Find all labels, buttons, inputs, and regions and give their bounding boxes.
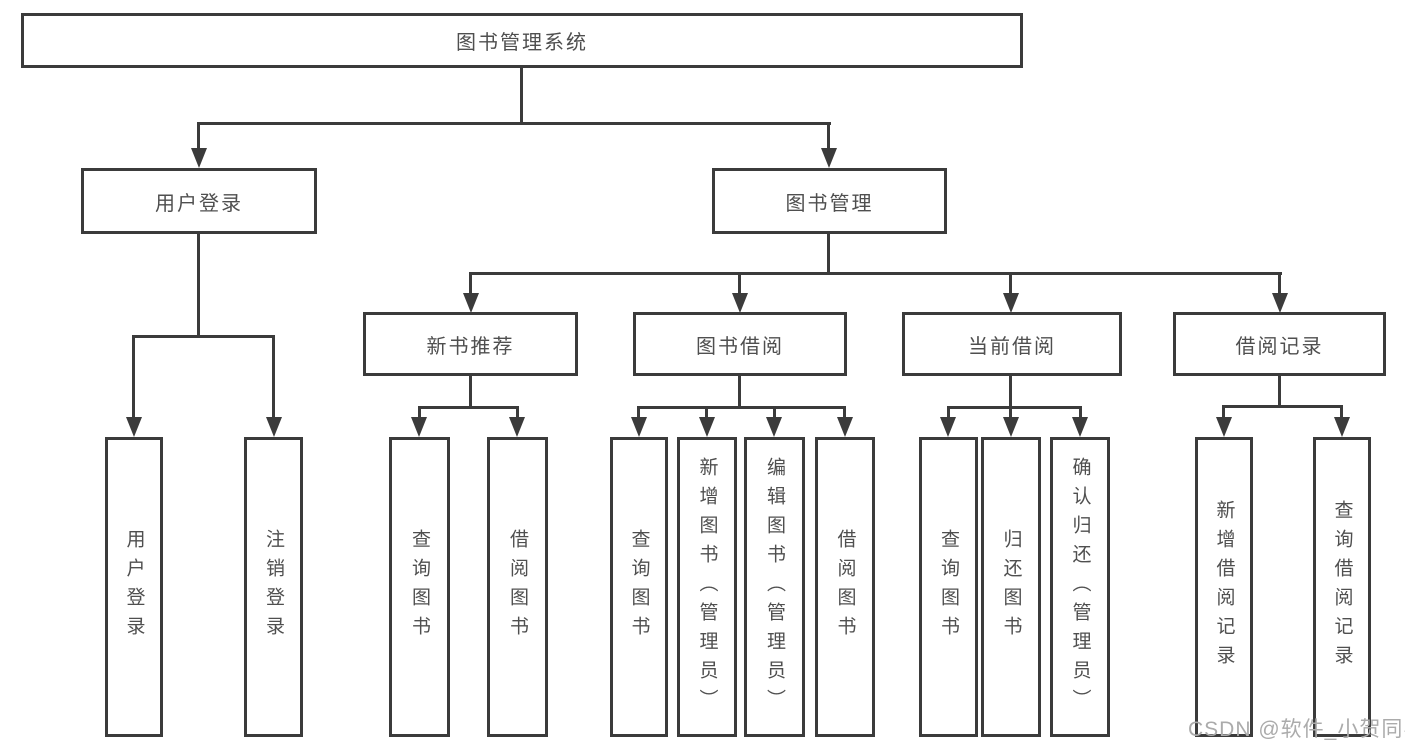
node-label: 查询图书 (409, 529, 430, 645)
connector-line (197, 122, 831, 125)
arrow-down-icon (266, 417, 282, 437)
connector-line (469, 272, 472, 295)
arrow-down-icon (126, 417, 142, 437)
connector-line (1340, 405, 1343, 419)
arrow-down-icon (411, 417, 427, 437)
node-label: 新书推荐 (426, 335, 515, 358)
node-label: 图书借阅 (696, 335, 784, 358)
arrow-down-icon (821, 148, 837, 168)
arrow-down-icon (463, 293, 479, 313)
node-label: 用户登录 (155, 192, 243, 215)
node-leaf-borrow-book-recommend: 借阅图书 (487, 437, 548, 737)
connector-line (1222, 405, 1343, 408)
connector-line (418, 406, 519, 409)
node-label: 借阅记录 (1235, 335, 1324, 358)
arrow-down-icon (699, 417, 715, 437)
connector-line (132, 335, 135, 419)
node-label: 归还图书 (1000, 529, 1022, 645)
connector-line (705, 406, 708, 419)
node-label: 用户登录 (123, 529, 145, 645)
node-book-borrow: 图书借阅 (633, 312, 847, 376)
node-current-borrow: 当前借阅 (902, 312, 1122, 376)
csdn-watermark: CSDN @软件_小贺同学 (1188, 718, 1405, 741)
node-label: 注销登录 (263, 529, 284, 645)
node-label: 查询图书 (938, 529, 959, 645)
node-user-login-branch: 用户登录 (81, 168, 317, 234)
node-label: 当前借阅 (968, 335, 1056, 358)
node-borrow-record: 借阅记录 (1173, 312, 1386, 376)
node-label: 查询借阅记录 (1331, 500, 1353, 674)
arrow-down-icon (1003, 417, 1019, 437)
connector-line (516, 406, 519, 419)
node-leaf-user-login: 用户登录 (105, 437, 163, 737)
connector-line (738, 376, 741, 408)
arrow-down-icon (1334, 417, 1350, 437)
connector-line (469, 376, 472, 408)
connector-line (738, 272, 741, 295)
node-leaf-edit-book-admin: 编辑图书（管理员） (744, 437, 805, 737)
arrow-down-icon (766, 417, 782, 437)
connector-line (520, 68, 523, 123)
connector-line (1009, 272, 1012, 295)
connector-line (1278, 272, 1281, 295)
arrow-down-icon (732, 293, 748, 313)
node-leaf-query-book-borrow: 查询图书 (610, 437, 668, 737)
node-label: 新增借阅记录 (1213, 500, 1235, 674)
node-leaf-borrow-book: 借阅图书 (815, 437, 875, 737)
connector-line (197, 234, 200, 338)
connector-line (197, 122, 200, 150)
node-leaf-query-book-recommend: 查询图书 (389, 437, 450, 737)
connector-line (1079, 406, 1082, 419)
connector-line (827, 234, 830, 275)
connector-line (827, 122, 830, 150)
node-label: 确认归还（管理员） (1069, 456, 1091, 718)
connector-line (469, 272, 1282, 275)
connector-line (1009, 376, 1012, 408)
arrow-down-icon (1003, 293, 1019, 313)
arrow-down-icon (1216, 417, 1232, 437)
arrow-down-icon (509, 417, 525, 437)
node-leaf-query-book-current: 查询图书 (919, 437, 978, 737)
connector-line (418, 406, 421, 419)
arrow-down-icon (837, 417, 853, 437)
node-library-system: 图书管理系统 (21, 13, 1023, 68)
connector-line (947, 406, 1082, 409)
node-leaf-add-book-admin: 新增图书（管理员） (677, 437, 737, 737)
connector-line (843, 406, 846, 419)
node-label: 查询图书 (628, 529, 650, 645)
connector-line (947, 406, 950, 419)
arrow-down-icon (1272, 293, 1288, 313)
arrow-down-icon (631, 417, 647, 437)
node-book-management-branch: 图书管理 (712, 168, 947, 234)
node-leaf-logout: 注销登录 (244, 437, 303, 737)
connector-line (637, 406, 640, 419)
node-leaf-return-book: 归还图书 (981, 437, 1041, 737)
node-leaf-query-borrow-record: 查询借阅记录 (1313, 437, 1371, 737)
node-label: 图书管理 (785, 192, 874, 215)
node-leaf-confirm-return-admin: 确认归还（管理员） (1050, 437, 1110, 737)
arrow-down-icon (940, 417, 956, 437)
connector-line (773, 406, 776, 419)
arrow-down-icon (1072, 417, 1088, 437)
connector-line (1009, 406, 1012, 419)
connector-line (132, 335, 275, 338)
node-label: 借阅图书 (507, 529, 528, 645)
node-label: 新增图书（管理员） (696, 456, 718, 718)
node-label: 图书管理系统 (456, 32, 588, 54)
connector-line (1278, 376, 1281, 407)
node-label: 编辑图书（管理员） (764, 456, 785, 718)
connector-line (637, 406, 846, 409)
node-leaf-add-borrow-record: 新增借阅记录 (1195, 437, 1253, 737)
node-label: 借阅图书 (834, 529, 856, 645)
connector-line (1222, 405, 1225, 419)
connector-line (272, 335, 275, 419)
arrow-down-icon (191, 148, 207, 168)
node-new-book-recommend: 新书推荐 (363, 312, 578, 376)
